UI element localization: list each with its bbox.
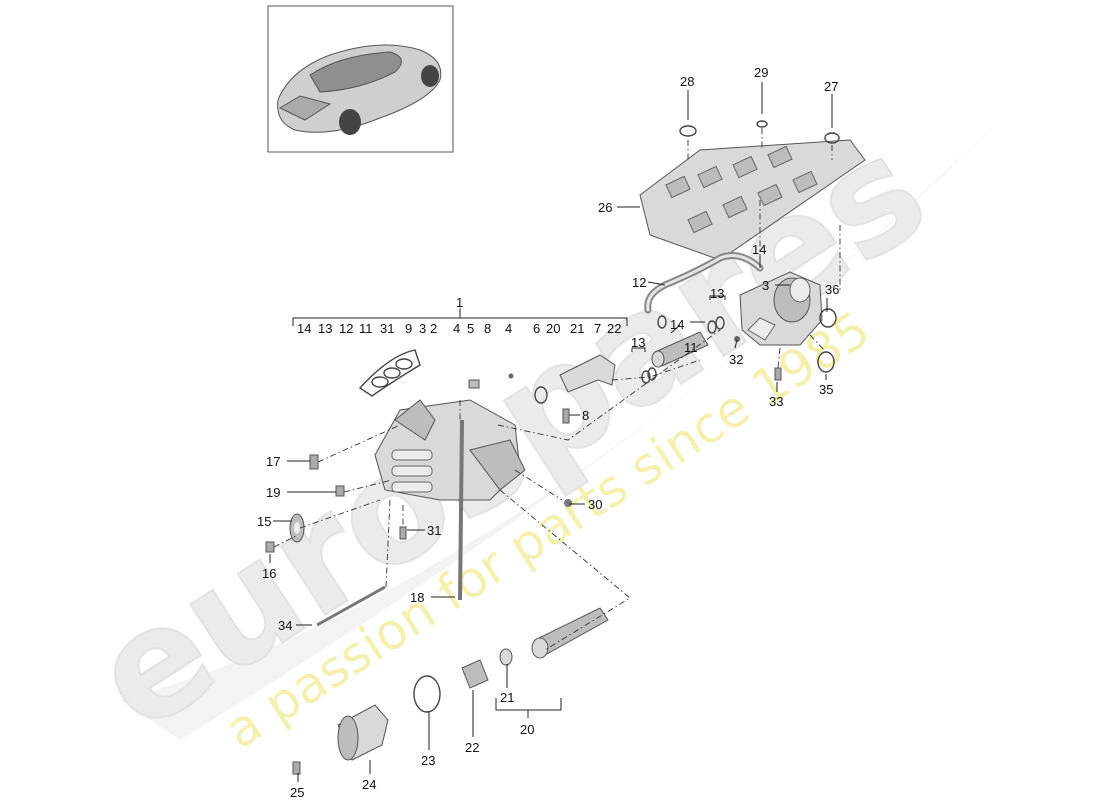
callout-2: 2 bbox=[430, 321, 437, 336]
callout-24: 24 bbox=[362, 777, 376, 792]
callout-12-right: 12 bbox=[632, 275, 646, 290]
callout-9: 9 bbox=[405, 321, 412, 336]
callout-25: 25 bbox=[290, 785, 304, 800]
callout-8-right: 8 bbox=[582, 408, 589, 423]
callout-4-mid: 4 bbox=[505, 321, 512, 336]
callout-21-bottom: 21 bbox=[500, 690, 514, 705]
callout-33: 33 bbox=[769, 394, 783, 409]
callout-13-mid: 13 bbox=[631, 335, 645, 350]
callout-19: 19 bbox=[266, 485, 280, 500]
leader-lines bbox=[269, 82, 833, 782]
callout-14-right: 14 bbox=[752, 242, 766, 257]
callout-29: 29 bbox=[754, 65, 768, 80]
callout-1: 1 bbox=[456, 295, 463, 310]
callout-20-top: 20 bbox=[546, 321, 560, 336]
callout-28: 28 bbox=[680, 74, 694, 89]
callout-7: 7 bbox=[594, 321, 601, 336]
callout-4-top: 4 bbox=[453, 321, 460, 336]
lower-parts bbox=[337, 648, 513, 761]
callout-22-bottom: 22 bbox=[465, 740, 479, 755]
callout-23: 23 bbox=[421, 753, 435, 768]
callout-34: 34 bbox=[278, 618, 292, 633]
bolts bbox=[265, 367, 782, 775]
callout-16: 16 bbox=[262, 566, 276, 581]
callout-6: 6 bbox=[533, 321, 540, 336]
callout-14-mid: 14 bbox=[670, 317, 684, 332]
callout-11-top: 11 bbox=[359, 321, 373, 336]
callout-12-top: 12 bbox=[339, 321, 353, 336]
callout-13-top: 13 bbox=[318, 321, 332, 336]
callout-31-top: 31 bbox=[380, 321, 394, 336]
watermark: eurospares a passion for parts since 198… bbox=[64, 102, 1000, 766]
callout-3-right: 3 bbox=[762, 278, 769, 293]
pump-housing-part bbox=[374, 399, 526, 501]
car-icon bbox=[277, 44, 442, 135]
callout-11-mid: 11 bbox=[684, 340, 698, 355]
callout-21-top: 21 bbox=[570, 321, 584, 336]
callout-18: 18 bbox=[410, 590, 424, 605]
callout-15: 15 bbox=[257, 514, 271, 529]
watermark-swoosh bbox=[120, 120, 1000, 740]
callout-17: 17 bbox=[266, 454, 280, 469]
callout-35: 35 bbox=[819, 382, 833, 397]
callout-labels: 1 14 13 12 11 31 9 3 2 4 5 8 4 6 20 21 7… bbox=[257, 65, 839, 800]
gasket-part bbox=[358, 349, 421, 397]
callout-5: 5 bbox=[467, 321, 474, 336]
callout-3-top: 3 bbox=[419, 321, 426, 336]
filter-sleeve-part bbox=[651, 331, 709, 368]
callout-20-bottom: 20 bbox=[520, 722, 534, 737]
callout-31-mid: 31 bbox=[427, 523, 441, 538]
intake-elbow-part bbox=[559, 354, 616, 393]
long-bolts bbox=[316, 419, 464, 627]
callout-30: 30 bbox=[588, 497, 602, 512]
callout-13-right: 13 bbox=[710, 286, 724, 301]
camshaft-bridge-part bbox=[639, 139, 866, 261]
callout-8-top: 8 bbox=[484, 321, 491, 336]
callout-22-top: 22 bbox=[607, 321, 621, 336]
small-parts bbox=[468, 120, 840, 507]
callout-26: 26 bbox=[598, 200, 612, 215]
callout-36: 36 bbox=[825, 282, 839, 297]
shaft-part bbox=[531, 607, 609, 659]
assembly-lines bbox=[273, 128, 841, 651]
sprocket-part bbox=[289, 513, 305, 543]
oil-pump-part bbox=[739, 271, 823, 346]
callout-14-top: 14 bbox=[297, 321, 311, 336]
car-thumbnail bbox=[267, 5, 454, 153]
callout-27: 27 bbox=[824, 79, 838, 94]
callout-32: 32 bbox=[729, 352, 743, 367]
